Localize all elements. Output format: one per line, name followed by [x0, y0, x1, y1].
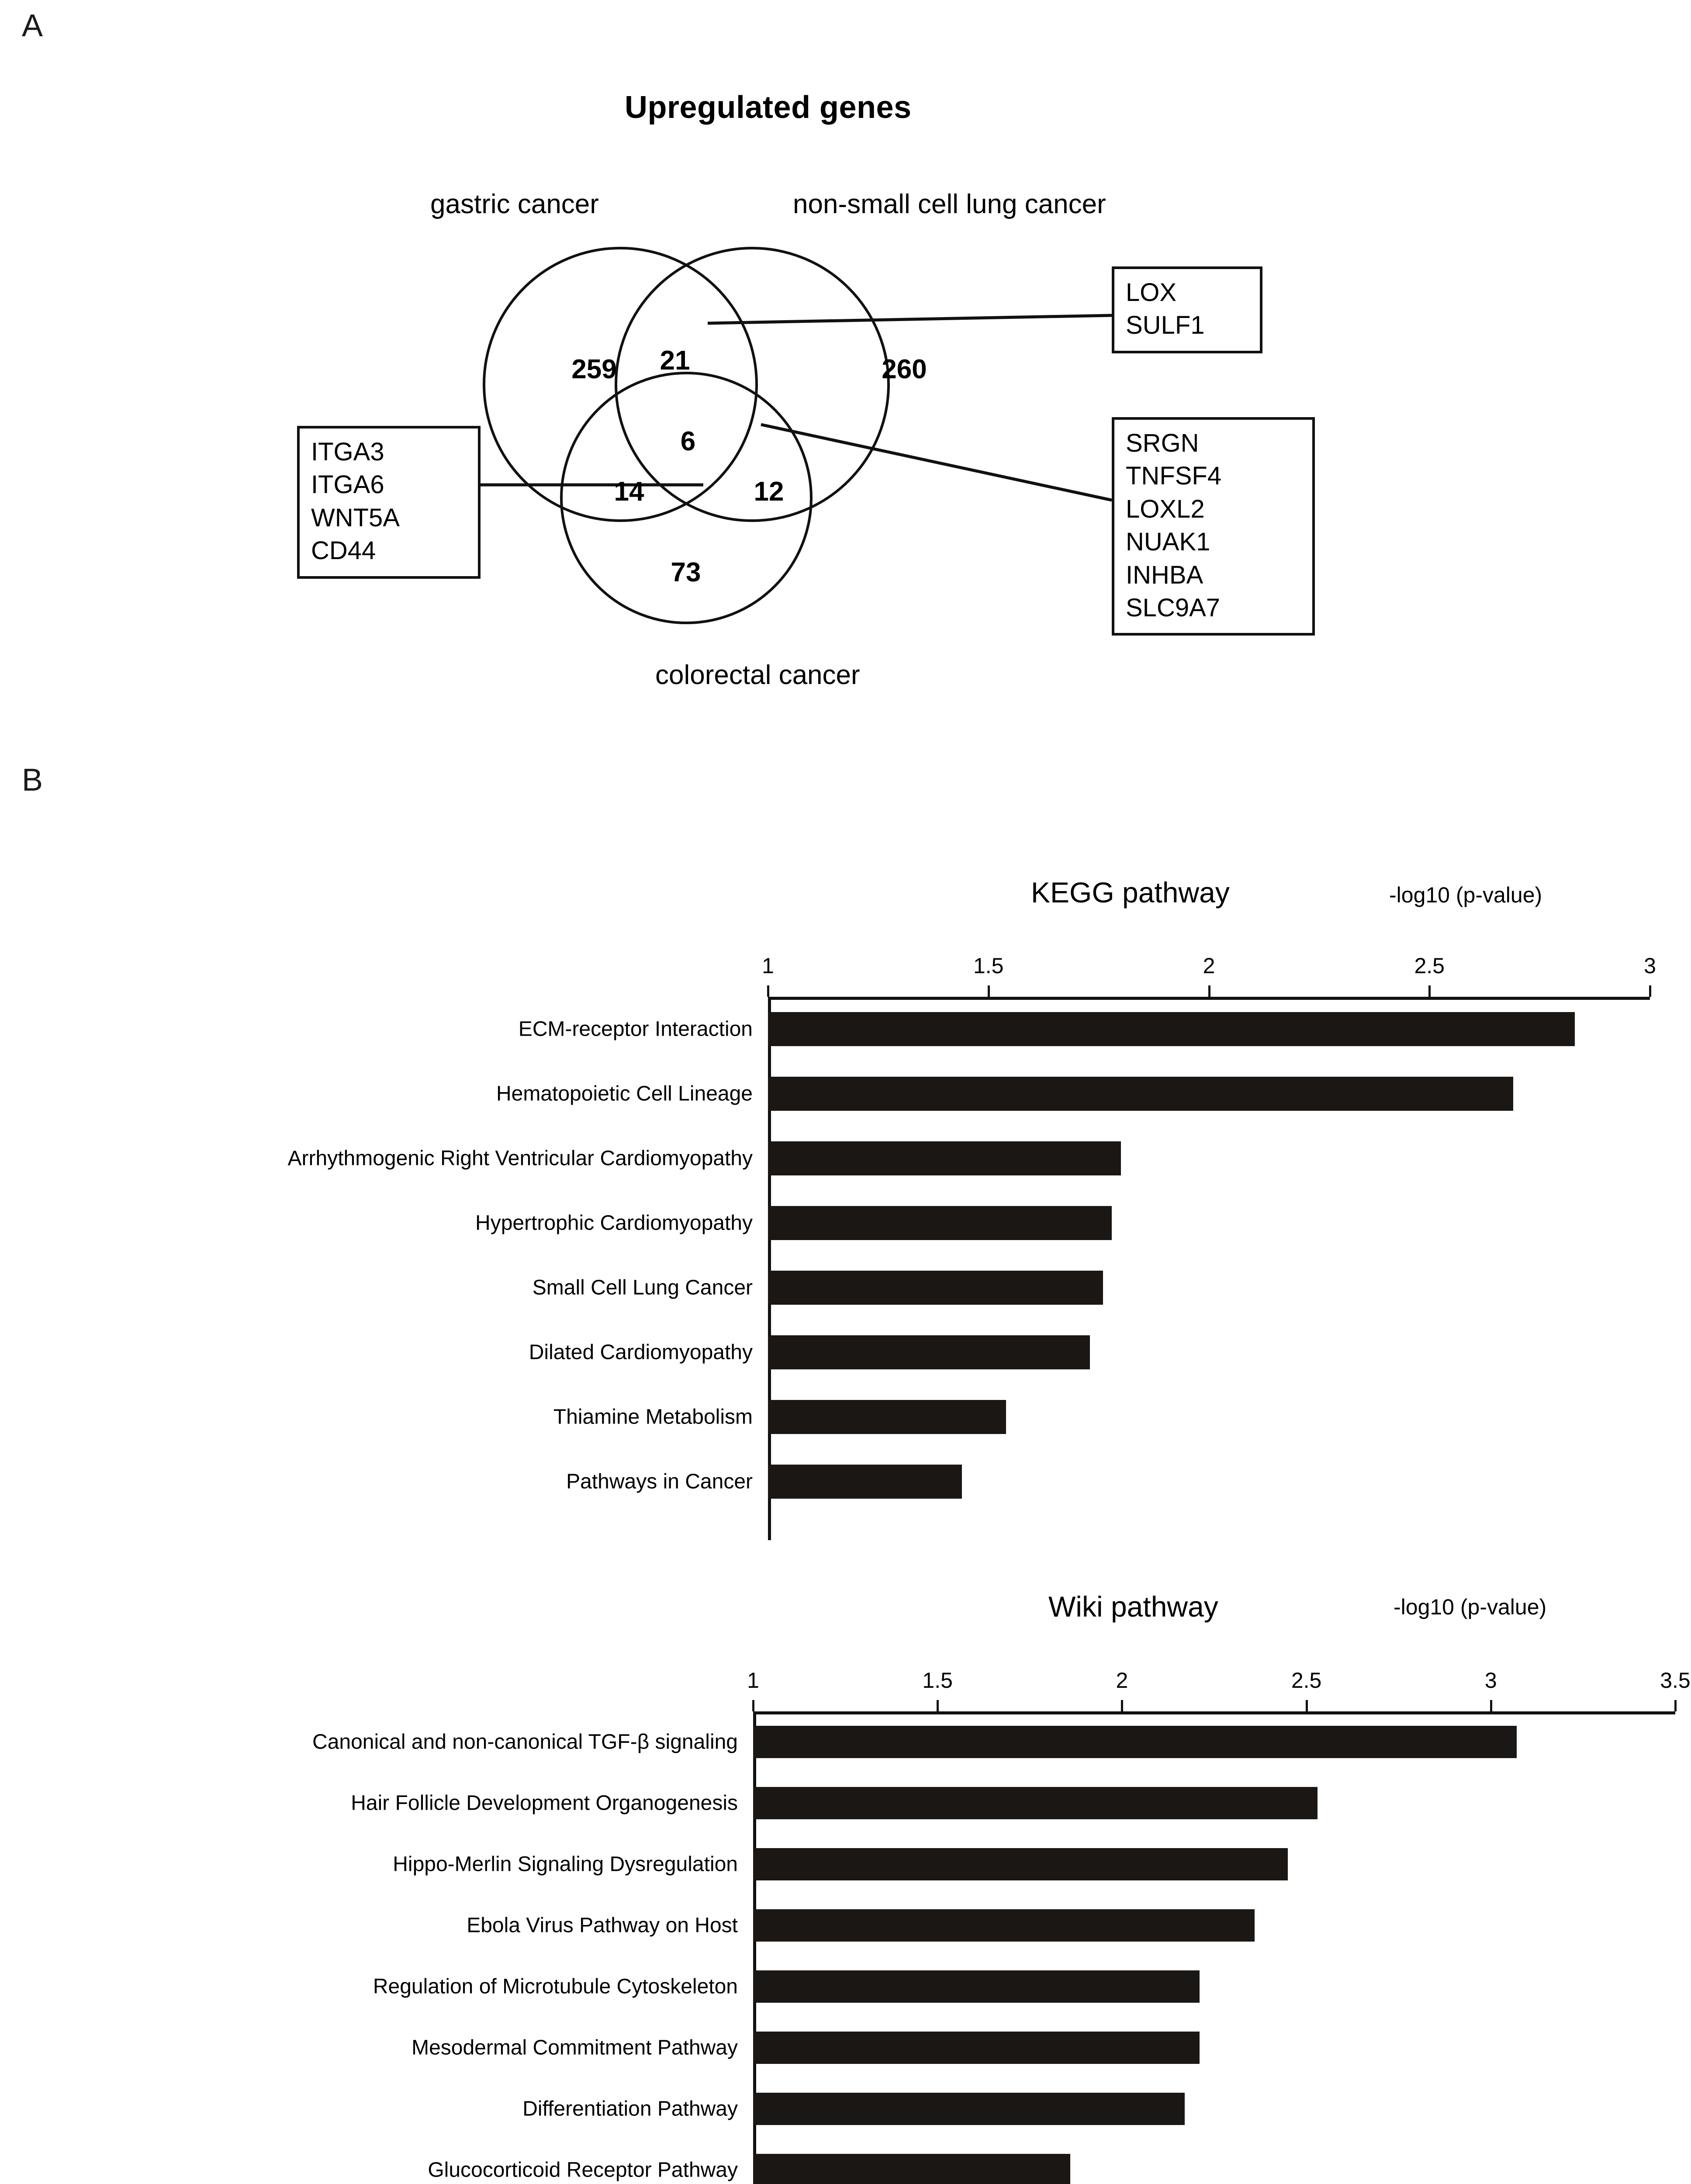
category-label: Arrhythmogenic Right Ventricular Cardiom… — [287, 1147, 753, 1170]
x-tick-label: 1 — [747, 1668, 759, 1693]
gene-item: ITGA3 — [311, 438, 384, 466]
category-label: Regulation of Microtubule Cytoskeleton — [373, 1975, 738, 1998]
x-tick — [1490, 1700, 1492, 1711]
gene-box-gastric-colorectal: ITGA3 ITGA6 WNT5A CD44 — [297, 426, 481, 579]
venn-count-gastric-only: 259 — [571, 354, 617, 384]
bar — [753, 1726, 1517, 1758]
gene-item: SULF1 — [1126, 311, 1205, 340]
x-tick — [767, 985, 769, 997]
y-axis-line — [768, 997, 771, 1540]
x-tick-label: 1.5 — [922, 1668, 953, 1693]
category-label: Differentiation Pathway — [522, 2097, 738, 2121]
venn-count-nsclc-only: 260 — [882, 354, 927, 384]
gene-item: CD44 — [311, 536, 376, 565]
category-label: Ebola Virus Pathway on Host — [467, 1914, 738, 1937]
gene-item: WNT5A — [311, 503, 400, 532]
venn-title: Upregulated genes — [625, 90, 912, 125]
leader-line-lox-sulf1 — [707, 314, 1112, 325]
bar — [753, 2093, 1185, 2125]
category-label: ECM-receptor Interaction — [518, 1017, 753, 1041]
bar — [753, 1848, 1288, 1880]
gene-item: LOX — [1126, 278, 1177, 307]
venn-diagram — [481, 247, 1112, 624]
x-tick-label: 3.5 — [1660, 1668, 1691, 1693]
venn-set-label-nsclc: non-small cell lung cancer — [793, 189, 1106, 219]
panel-b-letter: B — [22, 763, 43, 798]
category-label: Small Cell Lung Cancer — [532, 1276, 753, 1299]
gene-item: NUAK1 — [1126, 528, 1210, 556]
chart-title-wiki: Wiki pathway — [1048, 1590, 1218, 1623]
gene-item: SRGN — [1126, 429, 1199, 457]
bar — [753, 1970, 1200, 2003]
venn-count-colorectal-only: 73 — [671, 557, 701, 587]
venn-circle-colorectal — [560, 372, 813, 624]
y-axis-line — [753, 1711, 756, 2184]
gene-box-all-three: SRGN TNFSF4 LOXL2 NUAK1 INHBA SLC9A7 — [1112, 417, 1315, 636]
bar — [753, 2032, 1200, 2064]
bar — [768, 1141, 1121, 1175]
venn-count-gastric-nsclc: 21 — [660, 346, 690, 376]
x-tick — [1649, 985, 1651, 997]
category-label: Hypertrophic Cardiomyopathy — [475, 1211, 753, 1235]
bar — [768, 1012, 1575, 1046]
category-label: Hair Follicle Development Organogenesis — [351, 1791, 738, 1815]
x-tick-label: 3 — [1644, 954, 1656, 978]
leader-line-shared-genes — [761, 423, 1112, 502]
chart-xlabel-kegg: -log10 (p-value) — [1389, 883, 1542, 907]
x-axis-line — [753, 1711, 1675, 1714]
venn-count-nsclc-colorectal: 12 — [754, 477, 784, 507]
x-tick — [1208, 985, 1210, 997]
category-label: Mesodermal Commitment Pathway — [412, 2036, 738, 2060]
x-axis-line — [768, 997, 1650, 1000]
venn-count-gastric-colorectal: 14 — [614, 477, 644, 507]
bar — [768, 1271, 1103, 1305]
bar — [753, 1909, 1255, 1942]
venn-count-all-three: 6 — [680, 426, 696, 456]
bar — [768, 1400, 1006, 1434]
x-tick — [987, 985, 990, 997]
chart-title-kegg: KEGG pathway — [1031, 876, 1230, 909]
category-label: Canonical and non-canonical TGF-β signal… — [312, 1730, 738, 1754]
x-tick — [1674, 1700, 1677, 1711]
x-tick-label: 2 — [1203, 954, 1215, 978]
x-tick — [1121, 1700, 1124, 1711]
x-tick — [1428, 985, 1431, 997]
x-tick-label: 2.5 — [1291, 1668, 1322, 1693]
category-label: Glucocorticoid Receptor Pathway — [428, 2158, 738, 2182]
bar — [753, 2154, 1071, 2184]
x-tick-label: 1.5 — [973, 954, 1004, 978]
category-label: Thiamine Metabolism — [553, 1405, 753, 1429]
gene-item: INHBA — [1126, 560, 1203, 589]
x-tick-label: 2 — [1116, 1668, 1128, 1693]
x-tick — [1305, 1700, 1308, 1711]
category-label: Hematopoietic Cell Lineage — [496, 1082, 753, 1106]
gene-item: LOXL2 — [1126, 494, 1205, 523]
venn-circle-gastric — [483, 247, 758, 522]
venn-set-label-gastric: gastric cancer — [430, 189, 599, 219]
x-tick — [937, 1700, 939, 1711]
bar — [768, 1077, 1514, 1111]
category-label: Hippo-Merlin Signaling Dysregulation — [393, 1852, 738, 1876]
bar — [768, 1465, 962, 1499]
category-label: Dilated Cardiomyopathy — [529, 1341, 753, 1364]
bar — [753, 1787, 1318, 1819]
chart-xlabel-wiki: -log10 (p-value) — [1394, 1595, 1547, 1619]
bar — [768, 1206, 1112, 1240]
x-tick-label: 1 — [762, 954, 774, 978]
gene-item: TNFSF4 — [1126, 462, 1222, 491]
gene-item: SLC9A7 — [1126, 593, 1221, 622]
x-tick-label: 3 — [1484, 1668, 1497, 1693]
gene-box-gastric-nsclc: LOX SULF1 — [1112, 266, 1262, 353]
x-tick — [752, 1700, 754, 1711]
x-tick-label: 2.5 — [1414, 954, 1445, 978]
gene-item: ITGA6 — [311, 470, 384, 499]
venn-set-label-colorectal: colorectal cancer — [655, 660, 860, 690]
venn-circle-nsclc — [615, 247, 890, 522]
bar — [768, 1335, 1090, 1369]
panel-a-letter: A — [22, 8, 43, 43]
category-label: Pathways in Cancer — [566, 1470, 753, 1493]
panel-a: A Upregulated genes gastric cancer non-s… — [0, 0, 1691, 751]
